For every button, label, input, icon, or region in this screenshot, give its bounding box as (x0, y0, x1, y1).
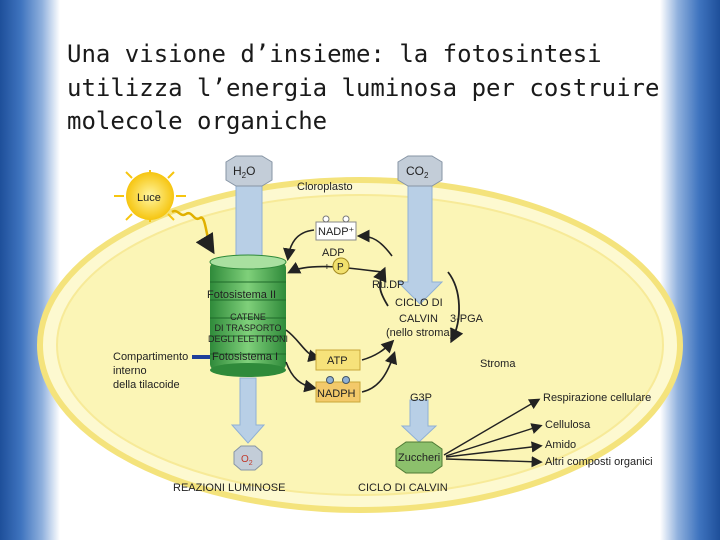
sugar-to-cellulose-arrow (445, 423, 543, 457)
o2-molecule-shape (233, 445, 263, 471)
nadph-to-calvin-arrow (361, 350, 398, 393)
cellulosa-label: Cellulosa (545, 419, 591, 431)
sun-icon (114, 170, 186, 222)
nadp-to-stack-arrow (283, 229, 315, 262)
catene-label-3: DEGLI ELETTRONI (208, 334, 288, 344)
compartment-pointer-bar (192, 355, 210, 359)
o2-label: O2 (241, 454, 253, 467)
phosphate-circle (332, 257, 350, 275)
nadp-plus-label: NADP⁺ (318, 226, 355, 238)
chloroplast-inner (56, 194, 664, 496)
fotosistema2-label: Fotosistema II (207, 289, 276, 301)
altri-composti-label: Altri composti organici (545, 456, 653, 468)
plus-label: + (324, 262, 330, 273)
atp-label: ATP (327, 355, 348, 367)
nadph-label: NADPH (317, 388, 356, 400)
co2-label: CO2 (406, 164, 429, 180)
thylakoid-stack (209, 254, 287, 377)
atp-to-calvin-arrow (361, 339, 395, 361)
light-to-nadph-arrow (285, 361, 318, 393)
nadph-box (315, 381, 361, 403)
sugar-to-starch-arrow (445, 441, 543, 458)
ciclo-calvin-label: CICLO DI CALVIN (358, 482, 448, 494)
nadp-return-arrow (356, 229, 393, 257)
atp-box (315, 349, 361, 371)
compartimento-label-1: Compartimento (113, 351, 188, 363)
slide-title: Una visione d’insieme: la fotosintesi ut… (67, 40, 660, 136)
nello-stroma-label: (nello stroma) (386, 327, 453, 339)
cloroplasto-label: Cloroplasto (297, 181, 353, 193)
light-wave-arrow (171, 209, 215, 255)
g3p-label: G3P (410, 392, 432, 404)
calvin-loop-left (373, 266, 389, 307)
zuccheri-label: Zuccheri (398, 452, 440, 464)
sugar-to-other-arrow (445, 456, 543, 468)
ciclo-label-2: CALVIN (399, 313, 438, 325)
luce-label: Luce (137, 192, 161, 204)
p-label: P (337, 262, 344, 273)
nadp-cap-left (322, 215, 330, 223)
fotosistema1-label: Fotosistema I (212, 351, 278, 363)
background-right-gradient (660, 0, 720, 540)
nadph-cap-right (342, 376, 350, 384)
ciclo-label-1: CICLO DI (395, 297, 443, 309)
sugar-molecule-shape (395, 441, 443, 474)
calvin-loop-right (447, 271, 464, 344)
h2o-label: H2O (233, 164, 255, 180)
respirazione-label: Respirazione cellulare (543, 392, 651, 404)
adp-label: ADP (322, 247, 345, 259)
reazioni-luminose-label: REAZIONI LUMINOSE (173, 482, 285, 494)
light-to-atp-arrow (285, 329, 322, 363)
pga-label: 3-PGA (450, 313, 484, 325)
co2-molecule-shape (397, 155, 443, 187)
stroma-label: Stroma (480, 358, 516, 370)
rudp-label: Ru.DP (372, 279, 404, 291)
adp-return-arrow (287, 261, 383, 274)
nadp-cap-right (342, 215, 350, 223)
o2-arrow (230, 377, 266, 444)
co2-arrow (396, 179, 444, 305)
background-left-gradient (0, 0, 60, 540)
catene-label-2: DI TRASPORTO (214, 323, 281, 333)
sugar-to-respiration-arrow (443, 398, 541, 456)
nadph-cap-left (326, 376, 334, 384)
catene-label-1: CATENE (230, 312, 266, 322)
sugar-arrow (400, 399, 438, 443)
compartimento-label-3: della tilacoide (113, 379, 180, 391)
nadp-box (315, 221, 357, 241)
amido-label: Amido (545, 439, 576, 451)
compartimento-label-2: interno (113, 365, 147, 377)
h2o-molecule-shape (225, 155, 273, 187)
